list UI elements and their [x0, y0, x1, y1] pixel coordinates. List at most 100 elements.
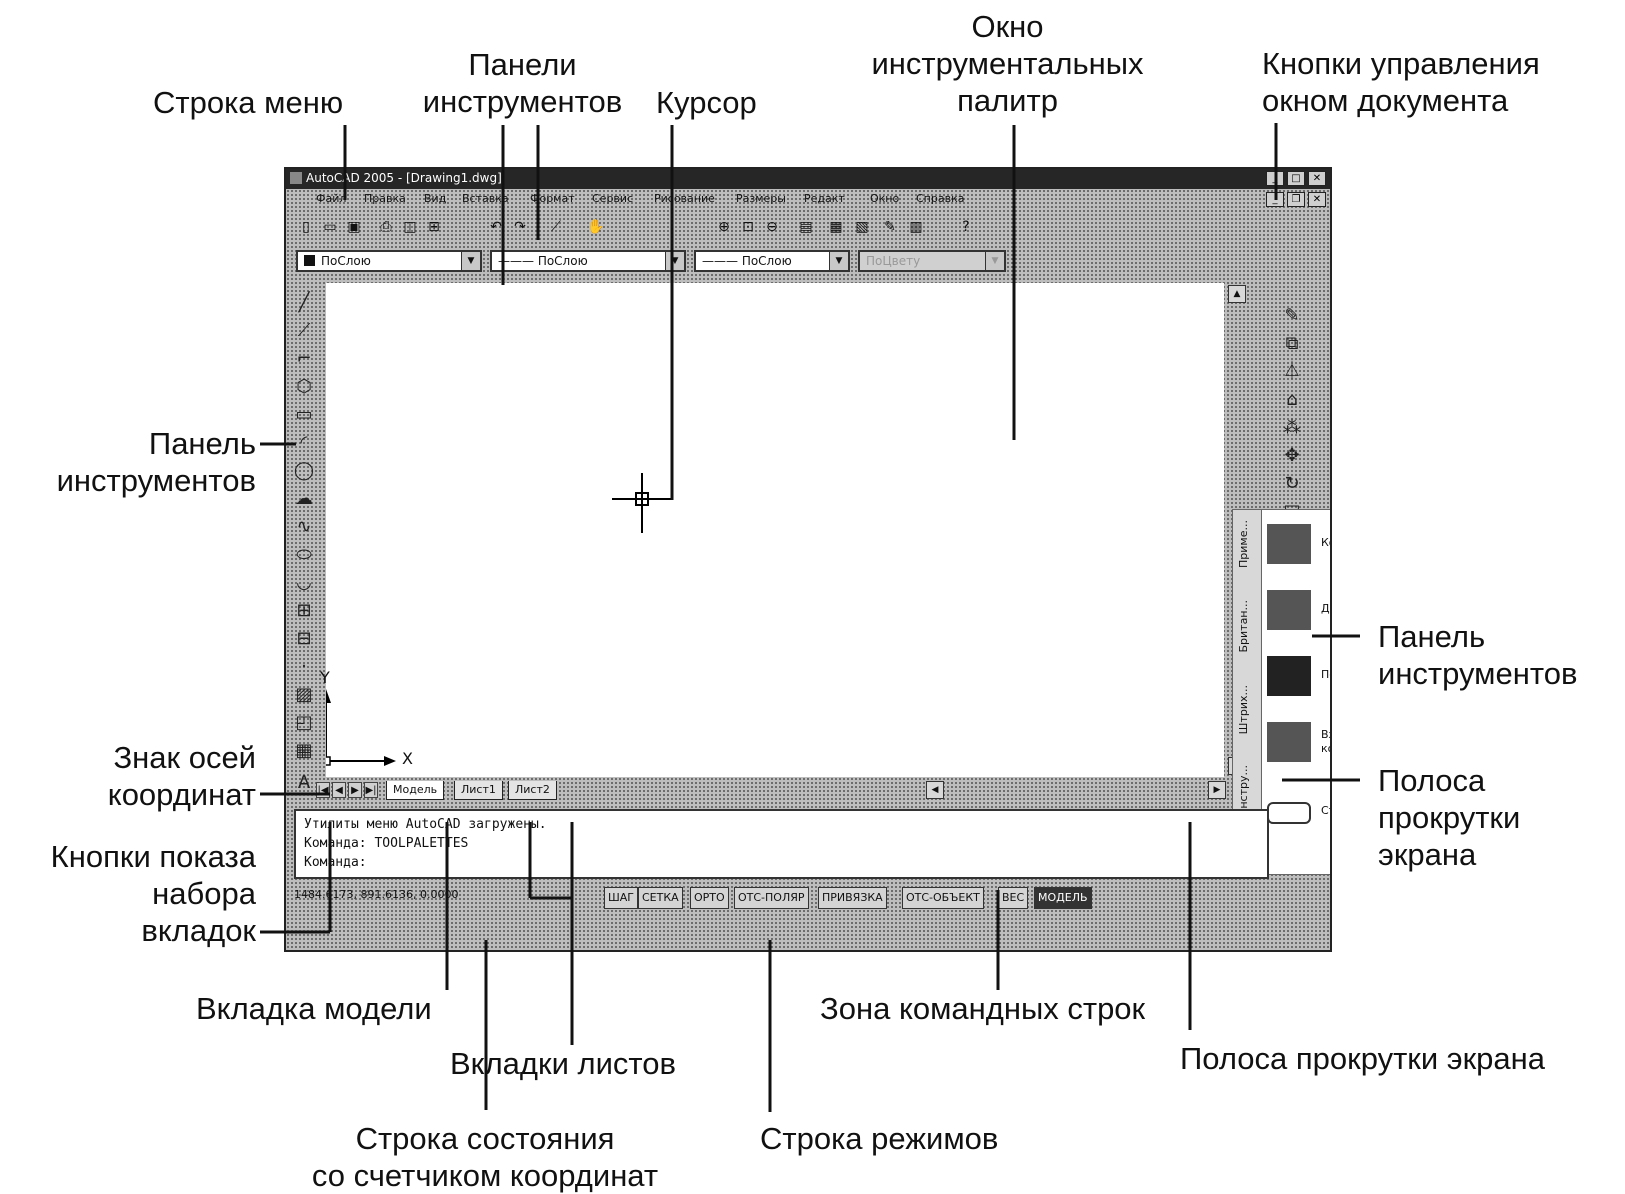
mode-lwt[interactable]: ВЕС	[998, 887, 1029, 909]
minimize-button[interactable]: _	[1266, 171, 1284, 186]
table-icon[interactable]: ▦	[295, 740, 313, 761]
mode-grid[interactable]: СЕТКА	[638, 887, 683, 909]
mode-otrack[interactable]: ОТС-ОБЪЕКТ	[902, 887, 984, 909]
mode-polar[interactable]: ОТС-ПОЛЯР	[734, 887, 809, 909]
palette-tab-2[interactable]: Британ...	[1237, 600, 1250, 653]
tab-model[interactable]: Модель	[386, 781, 445, 800]
rectangle-icon[interactable]: ▭	[295, 404, 313, 425]
linetype-combo[interactable]: ——— ПоСлою▼	[490, 250, 686, 272]
make-block-icon[interactable]: ⊟	[296, 628, 312, 649]
next-tab-button[interactable]: ▶	[348, 782, 362, 798]
menu-tools[interactable]: Сервис	[592, 192, 634, 205]
menu-file[interactable]: Файл	[316, 192, 347, 205]
color-combo[interactable]: ПоСлою▼	[296, 250, 482, 272]
properties-icon[interactable]: ▤	[799, 219, 813, 235]
polyline-icon[interactable]: ⌐	[296, 348, 312, 369]
undo-icon[interactable]: ↶	[490, 219, 502, 235]
doc-restore-button[interactable]: ❐	[1287, 192, 1305, 207]
color-swatch	[304, 255, 315, 266]
palette-item[interactable]: Стол	[1267, 792, 1330, 836]
xline-icon[interactable]: ⟋	[297, 320, 311, 341]
offset-icon[interactable]: ⌂	[1286, 389, 1298, 410]
command-window[interactable]: Утилиты меню AutoCAD загружены. Команда:…	[294, 809, 1269, 879]
plotstyle-combo[interactable]: ПоЦвету▼	[858, 250, 1006, 272]
lineweight-combo[interactable]: ——— ПоСлою▼	[694, 250, 850, 272]
save-icon[interactable]: ▣	[347, 219, 361, 235]
palette-swatch	[1267, 802, 1311, 824]
circle-icon[interactable]: ◯	[293, 460, 315, 481]
menu-window[interactable]: Окно	[870, 192, 900, 205]
menu-view[interactable]: Вид	[424, 192, 447, 205]
line-icon[interactable]: ╱	[298, 292, 310, 313]
mode-ortho[interactable]: ОРТО	[690, 887, 729, 909]
array-icon[interactable]: ⁂	[1283, 417, 1301, 438]
horizontal-scrollbar[interactable]: ◀ ▶	[926, 781, 1226, 799]
point-icon[interactable]: ·	[301, 656, 307, 677]
coordinate-readout[interactable]: 1484.6173, 891.6136, 0.0000	[294, 888, 459, 901]
insert-block-icon[interactable]: ⊞	[296, 600, 312, 621]
matchprop-icon[interactable]: ⟋	[551, 219, 561, 235]
region-icon[interactable]: ◰	[295, 712, 313, 733]
ellipse-arc-icon[interactable]: ◡	[296, 572, 312, 593]
revcloud-icon[interactable]: ☁	[295, 488, 313, 509]
zoom-icon[interactable]: ⊕	[718, 219, 730, 235]
markup-icon[interactable]: ✎	[884, 219, 896, 235]
tab-layout2[interactable]: Лист2	[508, 781, 557, 800]
prev-tab-button[interactable]: ◀	[332, 782, 346, 798]
palette-item[interactable]: Дорожка	[1267, 590, 1330, 634]
palette-tab-3[interactable]: Штрих...	[1237, 685, 1250, 735]
mirror-icon[interactable]: ⏃	[1283, 361, 1301, 382]
first-tab-button[interactable]: |◀	[316, 782, 330, 798]
mode-model[interactable]: МОДЕЛЬ	[1034, 887, 1092, 909]
mode-snap[interactable]: ШАГ	[604, 887, 638, 909]
palette-item[interactable]: Входной коврик	[1267, 722, 1330, 766]
tool-palettes-window[interactable]: Приме... Британ... Штрих... Инстру... Ко…	[1232, 509, 1330, 875]
toolpalette-icon[interactable]: ▧	[855, 219, 869, 235]
palette-tab-1[interactable]: Приме...	[1237, 520, 1250, 568]
zoom-window-icon[interactable]: ⊡	[742, 219, 754, 235]
spline-icon[interactable]: ∿	[296, 516, 312, 537]
doc-close-button[interactable]: ✕	[1308, 192, 1326, 207]
rotate-icon[interactable]: ↻	[1284, 473, 1300, 494]
erase-icon[interactable]: ✎	[1284, 305, 1300, 326]
drawing-area[interactable]: X Y	[320, 283, 1224, 777]
tab-layout1[interactable]: Лист1	[454, 781, 503, 800]
hatch-icon[interactable]: ▨	[295, 684, 313, 705]
redo-icon[interactable]: ↷	[514, 219, 526, 235]
command-prompt[interactable]: Команда:	[304, 855, 367, 870]
copy-icon[interactable]: ⧉	[1285, 333, 1299, 354]
arc-icon[interactable]: ◜	[300, 432, 308, 453]
designcenter-icon[interactable]: ▦	[829, 219, 843, 235]
menu-dimension[interactable]: Размеры	[736, 192, 786, 205]
mode-osnap[interactable]: ПРИВЯЗКА	[818, 887, 887, 909]
doc-minimize-button[interactable]: _	[1266, 192, 1284, 207]
menu-modify[interactable]: Редакт	[804, 192, 845, 205]
menu-format[interactable]: Формат	[530, 192, 575, 205]
palette-item[interactable]: Покрытие	[1267, 656, 1330, 700]
print-icon[interactable]: ⎙	[380, 219, 392, 235]
last-tab-button[interactable]: ▶|	[364, 782, 378, 798]
menu-insert[interactable]: Вставка	[462, 192, 509, 205]
scroll-up-button[interactable]: ▲	[1228, 285, 1246, 303]
mtext-icon[interactable]: A	[297, 772, 311, 793]
close-button[interactable]: ✕	[1308, 171, 1326, 186]
move-icon[interactable]: ✥	[1284, 445, 1300, 466]
open-icon[interactable]: ▭	[323, 219, 337, 235]
preview-icon[interactable]: ◫	[403, 219, 417, 235]
scroll-right-button[interactable]: ▶	[1208, 781, 1226, 799]
palette-item[interactable]: Ковер	[1267, 524, 1330, 568]
help-icon[interactable]: ?	[962, 219, 970, 235]
calc-icon[interactable]: ▥	[909, 219, 923, 235]
maximize-button[interactable]: □	[1287, 171, 1305, 186]
menu-draw[interactable]: Рисование	[654, 192, 715, 205]
scroll-left-button[interactable]: ◀	[926, 781, 944, 799]
ellipse-icon[interactable]: ⬭	[296, 544, 312, 565]
zoom-prev-icon[interactable]: ⊖	[766, 219, 778, 235]
label-menu-bar: Строка меню	[153, 85, 344, 120]
polygon-icon[interactable]: ⬡	[296, 376, 312, 397]
menu-edit[interactable]: Правка	[364, 192, 406, 205]
new-icon[interactable]: ▯	[302, 219, 310, 235]
pan-icon[interactable]: ✋	[587, 219, 605, 235]
menu-help[interactable]: Справка	[916, 192, 965, 205]
publish-icon[interactable]: ⊞	[428, 219, 440, 235]
